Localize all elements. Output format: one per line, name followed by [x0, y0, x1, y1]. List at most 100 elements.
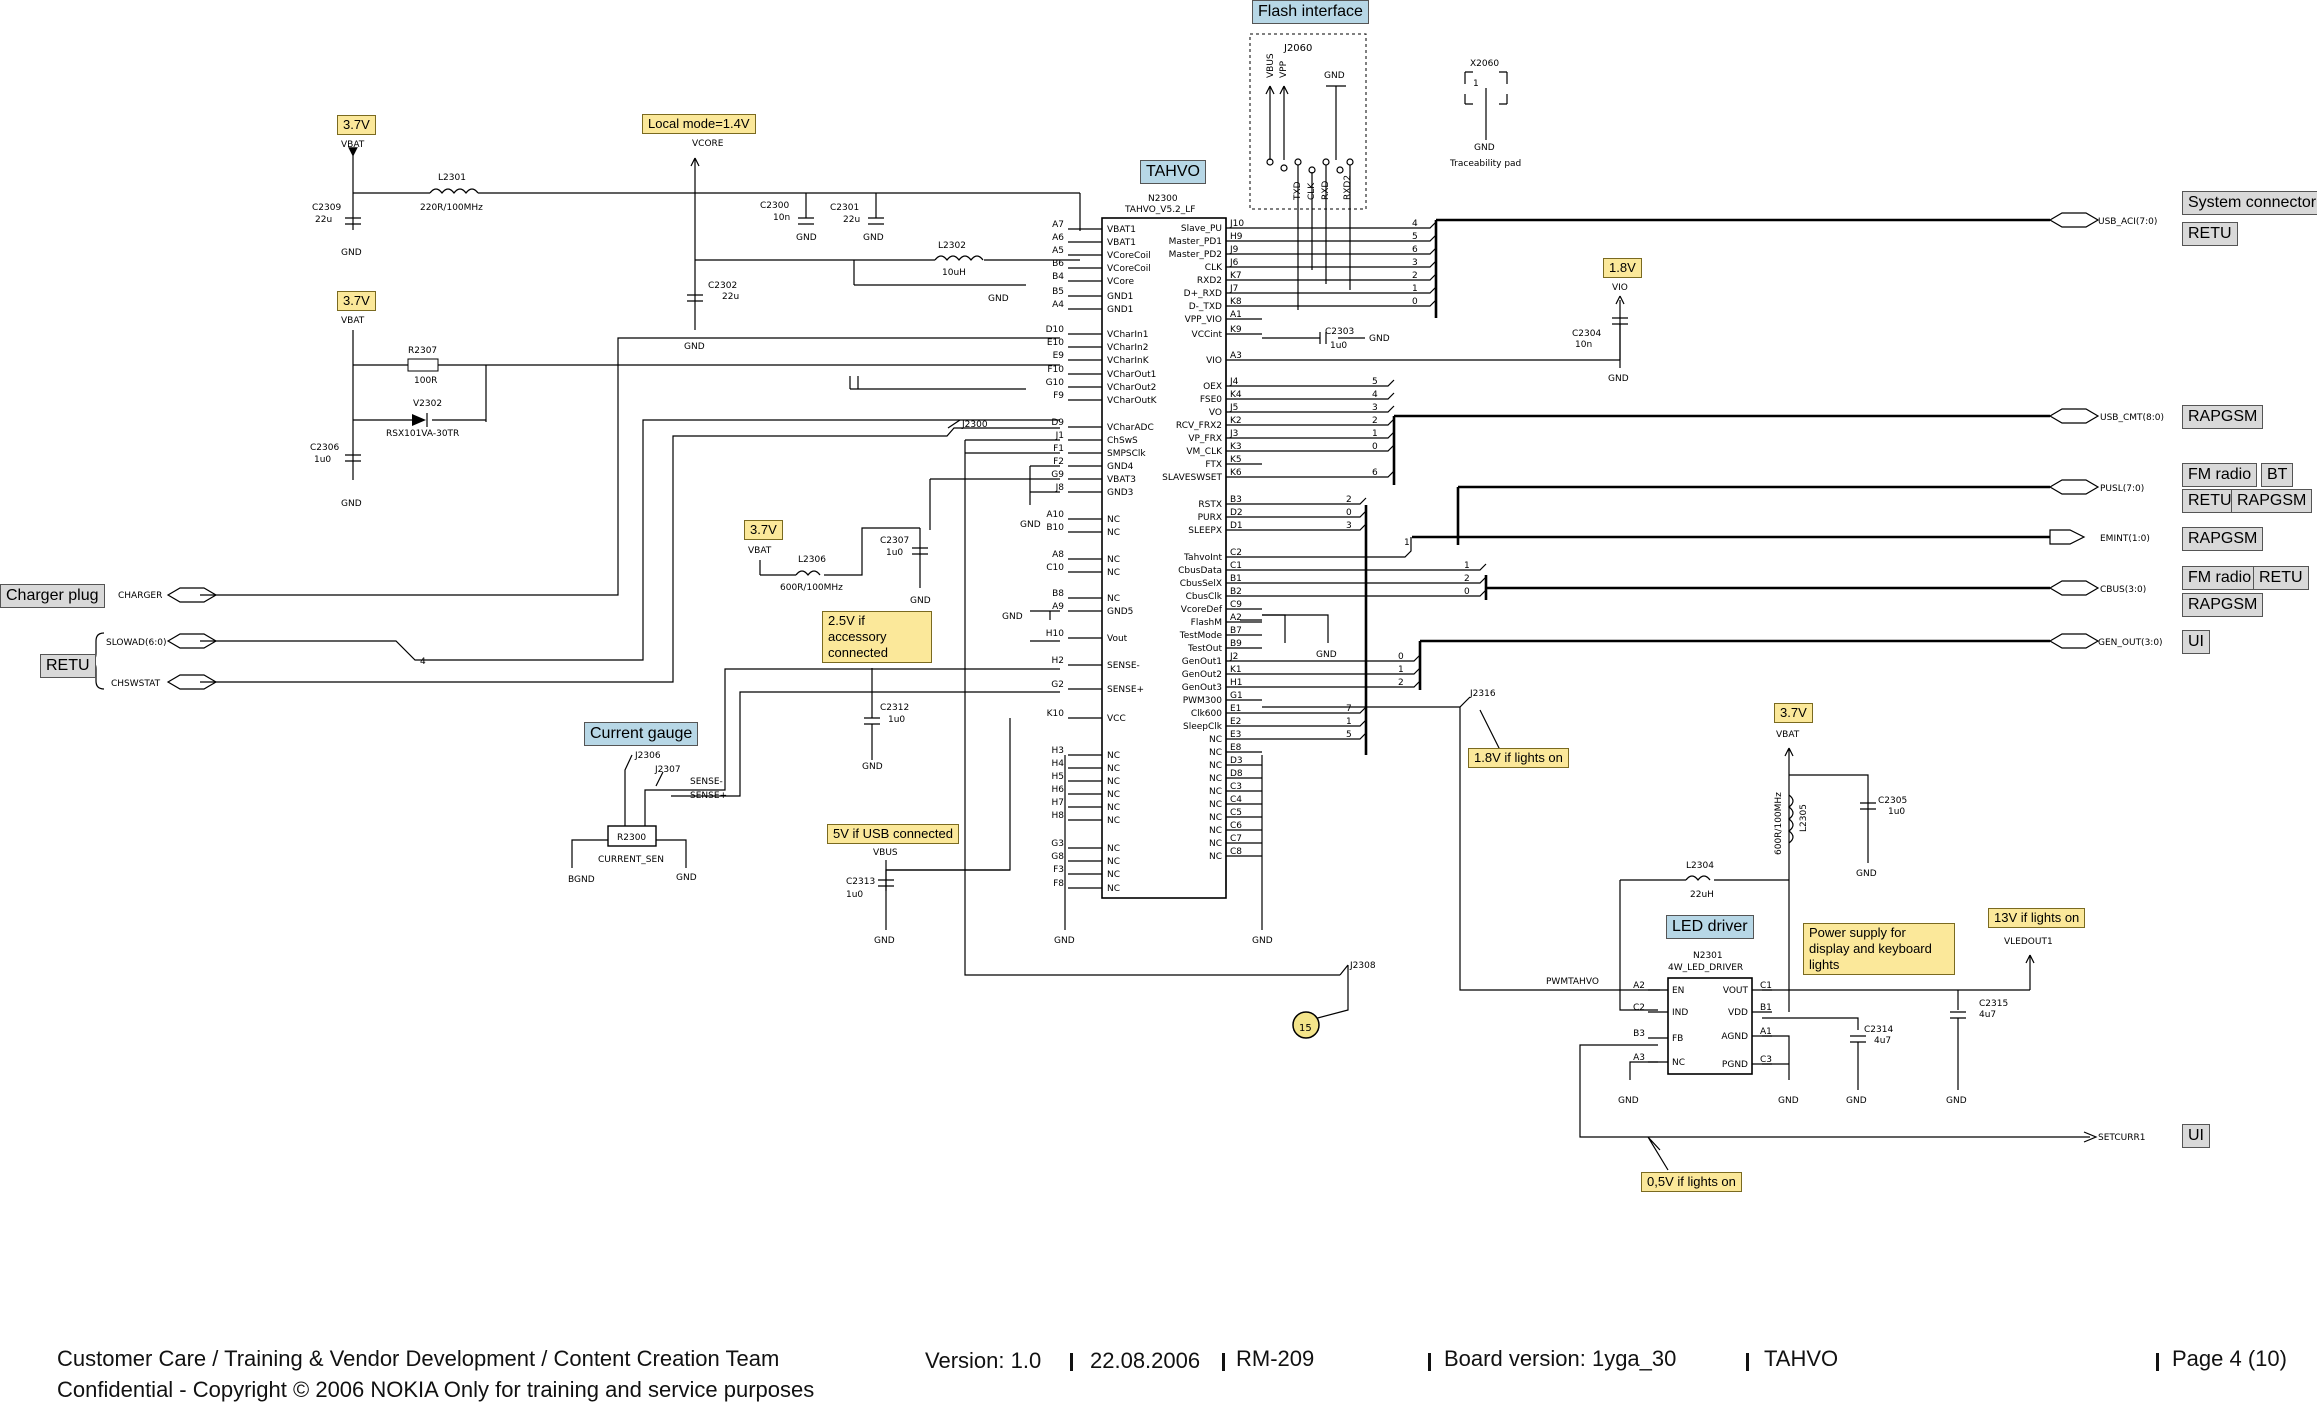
tahvo-left-pin-number: H5: [1052, 772, 1065, 782]
tahvo-right-pin-name: D-_TXD: [1189, 302, 1222, 312]
tahvo-right-pin-number: C3: [1230, 782, 1242, 792]
n2301-part: 4W_LED_DRIVER: [1668, 963, 1743, 973]
emint-tap-line: [1262, 537, 1412, 558]
tahvo-left-pin-number: H10: [1046, 629, 1064, 639]
tahvo-left-pin-name: NC: [1107, 528, 1120, 538]
tahvo-left-pin-name: ChSwS: [1107, 436, 1138, 446]
tahvo-left-pin-number: K10: [1047, 709, 1065, 719]
j2060-pin2: [1294, 158, 1302, 166]
l2305-inductor: [1788, 794, 1794, 844]
c2301-gnd: GND: [863, 233, 884, 243]
tahvo-right-pin-name: NC: [1209, 839, 1222, 849]
l2304-value: 22uH: [1690, 890, 1714, 900]
led-driver-tag: LED driver: [1666, 915, 1754, 939]
tahvo-left-pin-name: VCharADC: [1107, 423, 1154, 433]
tahvo-right-pin-number: K4: [1230, 390, 1242, 400]
c2301-value: 22u: [843, 215, 860, 225]
r2300-gnd: GND: [676, 873, 697, 883]
j2300-label: J2300: [961, 420, 988, 430]
j2308-probe: [1309, 964, 1349, 1021]
j2060-pin4: [1346, 158, 1354, 166]
lights-18-pointer: [1479, 709, 1501, 751]
bus-tap-number: 1: [1464, 561, 1470, 571]
tahvo-left-pin-name: GND4: [1107, 462, 1134, 472]
note-local-mode: Local mode=1.4V: [642, 114, 756, 134]
gen-out-connector: [2048, 633, 2100, 649]
led-right-pin-name: AGND: [1721, 1032, 1748, 1042]
tahvo-left-pin-number: A4: [1052, 300, 1064, 310]
c2302-label: C2302: [708, 281, 737, 291]
tahvo-right-pin-name: NC: [1209, 761, 1222, 771]
r2307-label: R2307: [408, 346, 437, 356]
l2302-value: 10uH: [942, 268, 966, 278]
footer-board-version: Board version: 1yga_30: [1444, 1346, 1677, 1371]
l2302-inductor: [934, 255, 984, 261]
tahvo-right-pin-number: C2: [1230, 548, 1242, 558]
tahvo-right-pin-name: FTX: [1205, 460, 1222, 470]
tahvo-left-pin-number: G3: [1051, 839, 1064, 849]
tahvo-right-pin-number: E8: [1230, 743, 1242, 753]
tahvo-right-pin-name: TahvoInt: [1183, 553, 1222, 563]
tahvo-right-pin-name: VCCint: [1192, 330, 1223, 340]
tahvo-right-pin-name: Slave_PU: [1181, 224, 1222, 234]
tahvo-bottom-gnd-right: GND: [1252, 936, 1273, 946]
tahvo-right-pin-name: VIO: [1206, 356, 1222, 366]
tahvo-right-pin-number: A2: [1230, 613, 1242, 623]
tahvo-bottom-gnd-left: GND: [1054, 936, 1075, 946]
flash-interface-tag: Flash interface: [1252, 0, 1369, 24]
slowad-signal-label: SLOWAD(6:0): [106, 638, 167, 648]
led-right-pin-name: VDD: [1728, 1008, 1748, 1018]
tahvo-left-pin-name: VCharOut2: [1107, 383, 1156, 393]
ui-gen-out-tag: UI: [2182, 630, 2210, 654]
led-left-pin-name: IND: [1672, 1008, 1688, 1018]
bt-tag: BT: [2261, 463, 2294, 487]
bus-tap-line: [1262, 234, 1437, 242]
testmode-wire: [1262, 614, 1329, 643]
bus-tap-line: [1262, 719, 1367, 727]
j2060-vbus-label: VBUS: [1266, 53, 1276, 78]
v2302-part: RSX101VA-30TR: [386, 429, 459, 439]
tahvo-left-pin-number: A7: [1052, 220, 1064, 230]
tahvo-right-pin-name: OEX: [1203, 382, 1222, 392]
l2301-value: 220R/100MHz: [420, 203, 483, 213]
tahvo-right-pin-number: K8: [1230, 297, 1242, 307]
vout-net: [864, 640, 1060, 760]
tahvo-right-pin-name: SLAVESWSET: [1162, 473, 1222, 483]
tahvo-misc-left-wires: [929, 439, 1340, 976]
rapgsm-usb-tag: RAPGSM: [2182, 405, 2264, 429]
gnd5-gnd: GND: [1002, 612, 1023, 622]
x2060-label: X2060: [1470, 59, 1499, 69]
tahvo-left-pin-number: F1: [1053, 444, 1064, 454]
bus-tap-line: [1262, 299, 1437, 307]
usb-cmt-signal: USB_CMT(8:0): [2100, 413, 2164, 423]
note-3v7-3: 3.7V: [744, 520, 783, 540]
rapgsm-cbus-tag: RAPGSM: [2182, 593, 2264, 617]
usb-cmt-bus: [1392, 414, 2050, 485]
c2307-label: C2307: [880, 536, 909, 546]
lights-05-pointer: [1647, 1136, 1669, 1171]
bus-tap-line: [1262, 273, 1437, 281]
tahvo-right-pin-name: Master_PD1: [1169, 237, 1222, 247]
footer-separator-4: [1746, 1353, 1749, 1371]
c2305-gnd: GND: [1856, 869, 1877, 879]
bus-tap-line: [1262, 392, 1395, 400]
tahvo-right-pin-name: PWM300: [1183, 696, 1223, 706]
tahvo-right-pin-name: SleepClk: [1183, 722, 1223, 732]
j2060-vpp-label: VPP: [1279, 60, 1289, 78]
tahvo-right-pin-name: SLEEPX: [1188, 526, 1222, 536]
l2301-label: L2301: [438, 173, 466, 183]
tahvo-left-pin-number: G8: [1051, 852, 1064, 862]
emint-connector: [2049, 529, 2086, 545]
vbat-4-label: VBAT: [1776, 730, 1800, 740]
tahvo-left-pin-number: A6: [1052, 233, 1064, 243]
tahvo-right-pin-number: J9: [1229, 245, 1239, 255]
tahvo-right-pin-number: B2: [1230, 587, 1242, 597]
charger-signal-label: CHARGER: [118, 591, 162, 601]
tahvo-left-pin-name: NC: [1107, 844, 1120, 854]
tahvo-right-pin-name: NC: [1209, 735, 1222, 745]
bus-tap-number: 5: [1412, 232, 1418, 242]
tahvo-right-pin-name: NC: [1209, 748, 1222, 758]
tahvo-right-pin-number: C7: [1230, 834, 1242, 844]
